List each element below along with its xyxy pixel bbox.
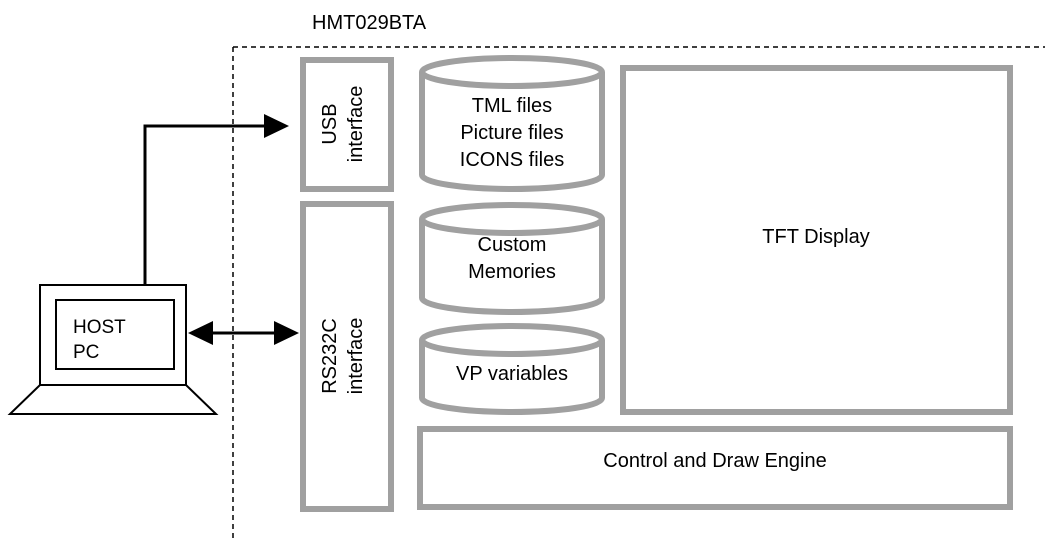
memories-label-line2: Memories (468, 261, 556, 283)
host-label-line1: HOST (73, 317, 126, 338)
tft-display-block (620, 65, 1013, 415)
rs232-label-line2: interface (345, 318, 367, 395)
usb-connection-arrow (143, 114, 289, 285)
device-title: HMT029BTA (312, 12, 427, 34)
tft-display-label: TFT Display (762, 226, 869, 248)
variables-label: VP variables (456, 363, 568, 385)
usb-label-line1: USB (319, 103, 341, 144)
rs232-label-line1: RS232C (319, 318, 341, 394)
variables-storage-cylinder (419, 323, 605, 415)
files-label-picture: Picture files (460, 122, 563, 144)
host-label-line2: PC (73, 342, 99, 363)
memories-label-line1: Custom (478, 234, 547, 256)
pc-screen (55, 299, 175, 370)
pc-keyboard-base (7, 384, 219, 415)
memories-storage-cylinder (419, 202, 605, 315)
files-label-icons: ICONS files (460, 149, 564, 171)
files-label-tml: TML files (472, 95, 552, 117)
engine-block (417, 426, 1013, 510)
rs232-interface-block (300, 201, 394, 512)
host-pc: HOST PC (7, 284, 219, 415)
usb-label-line2: interface (345, 86, 367, 163)
device-boundary (232, 46, 1045, 538)
files-storage-cylinder (419, 55, 605, 192)
engine-label: Control and Draw Engine (603, 450, 826, 472)
usb-interface-block (300, 57, 394, 192)
rs232-connection-arrow (188, 321, 299, 345)
